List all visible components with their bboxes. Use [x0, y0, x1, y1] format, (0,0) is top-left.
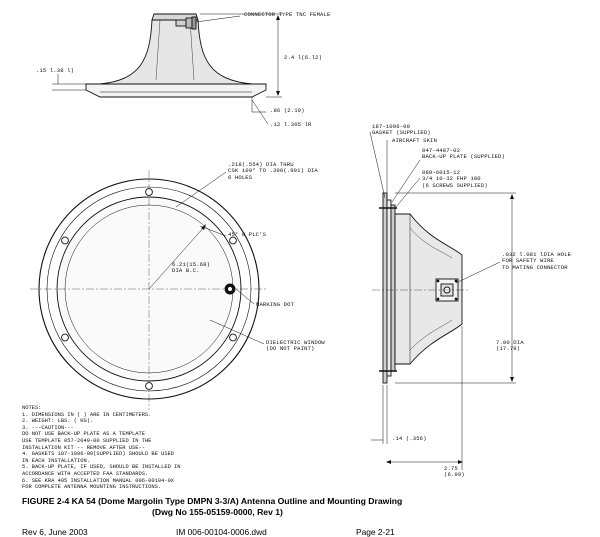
mounting-hole [229, 333, 237, 342]
side-view [369, 131, 516, 470]
note-line: 4. GASKETS 187-1096-00(SUPPLIED) SHOULD … [22, 451, 175, 458]
note-line: 5. BACK-UP PLATE, IF USED, SHOULD BE INS… [22, 464, 181, 471]
screws-label: 089-6015-12 3/4 10-32 FHP 100 (6 SCREWS … [422, 169, 488, 189]
note-line: USE TEMPLATE 057-2049-00 SUPPLIED IN THE [22, 437, 152, 444]
note-line: INSTALLATION KIT -- REMOVE AFTER USE-- [22, 444, 145, 451]
safety-hole-label: .032 l.081 lDIA HOLE FOR SAFETY WIRE TO … [502, 251, 572, 271]
marking-dot-label: MARKING DOT [256, 301, 295, 308]
mounting-hole [145, 382, 153, 390]
note-line: ACCORDANCE WITH ACCEPTED FAA STANDARDS. [22, 470, 149, 477]
height-dimension: 2.4 l(6.l2) [284, 54, 323, 61]
flange-dimension: .86 (2.19) [270, 107, 305, 114]
radius-dimension: .12 l.305 lR [270, 121, 312, 128]
note-line: IN EACH INSTALLATION. [22, 457, 90, 464]
depth-dimension: 2.75 (6.99) [444, 465, 465, 479]
mounting-hole [61, 333, 69, 342]
notes-block: NOTES: 1. DIMENSIONS IN ( ) ARE IN CENTI… [22, 405, 181, 491]
skin-thickness-dimension: .14 (.356) [392, 435, 427, 442]
note-line: 1. DIMENSIONS IN ( ) ARE IN CENTIMETERS. [22, 411, 152, 418]
holes-label: .218(.554) DIA THRU CSK 100° TO .390(.99… [228, 161, 318, 181]
mounting-hole [145, 188, 153, 196]
backup-plate-label: 047-4487-02 BACK-UP PLATE (SUPPLIED) [422, 147, 505, 161]
note-line: NOTES: [22, 405, 42, 411]
aircraft-skin-label: AIRCRAFT SKIN [392, 137, 437, 144]
note-line: FOR COMPLETE ANTENNA MOUNTING INSTRUCTIO… [22, 484, 162, 491]
footer-document-id: IM 006-00104-0006.dwd [176, 527, 267, 537]
note-line: DO NOT USE BACK-UP PLATE AS A TEMPLATE [22, 431, 145, 438]
diameter-dimension: 7.00 DIA (17.78) [496, 339, 524, 353]
note-line: 2. WEIGHT: LBS. ( KG). [22, 418, 94, 425]
footer-page-number: Page 2-21 [356, 527, 395, 537]
plan-view [30, 170, 268, 410]
bolt-circle-label: 6.21(15.68) DIA B.C. [172, 261, 211, 275]
mounting-holes [61, 188, 237, 390]
figure-caption: FIGURE 2-4 KA 54 (Dome Margolin Type DMP… [22, 496, 403, 506]
mounting-hole [229, 236, 237, 245]
note-line: 6. SEE KRA 405 INSTALLATION MANUAL 006-0… [22, 477, 175, 484]
mounting-hole [61, 236, 69, 245]
connector-label: CONNECTOR TYPE TNC FEMALE [244, 11, 331, 18]
angle-label: 45° 8 PLC'S [228, 231, 267, 238]
note-line: 3. ---CAUTION--- [22, 424, 74, 431]
top-elevation-view [52, 13, 282, 125]
footer-revision: Rev 6, June 2003 [22, 527, 88, 537]
figure-caption-drawing-number: (Dwg No 155-05159-0000, Rev 1) [152, 507, 283, 517]
dielectric-window-label: DIELECTRIC WINDOW (DO NOT PAINT) [266, 339, 325, 353]
gasket-label: 187-1096-00 GASKET (SUPPLIED) [372, 123, 431, 137]
base-thickness-dimension: .15 l.38 l) [36, 67, 75, 74]
